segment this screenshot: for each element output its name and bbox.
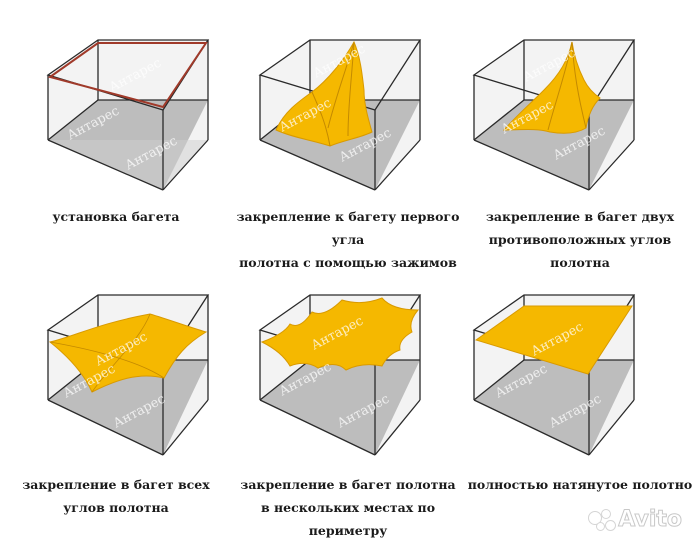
- room-diagram: Антарес Антарес Антарес: [472, 294, 636, 456]
- step-caption: закрепление в багет всех углов полотна: [0, 473, 232, 519]
- room-diagram: Антарес Антарес Антарес: [472, 39, 636, 191]
- caption-line: углов полотна: [63, 500, 169, 515]
- avito-logo: Avito: [588, 507, 683, 533]
- caption-line: противоположных углов полотна: [488, 232, 672, 270]
- caption-line: полотна с помощью зажимов: [239, 255, 457, 270]
- caption-line: закрепление в багет двух: [485, 209, 675, 224]
- room-diagram: Антарес Антарес Антарес: [46, 39, 210, 191]
- step-caption: полностью натянутое полотно: [464, 473, 696, 496]
- room-diagram: Антарес Антарес Антарес: [46, 294, 210, 456]
- room-diagram: Антарес Антарес Антарес: [258, 294, 422, 456]
- step-5-panel: Антарес Антарес Антарес закрепление в ба…: [232, 270, 464, 540]
- caption-line: закрепление к багету первого угла: [236, 209, 460, 247]
- room-diagram: Антарес Антарес Антарес: [258, 39, 422, 191]
- step-caption: установка багета: [0, 205, 232, 228]
- caption-line: закрепление в багет полотна: [240, 477, 456, 492]
- caption-line: полностью натянутое полотно: [467, 477, 693, 492]
- avito-dots-icon: [588, 508, 617, 531]
- caption-line: установка багета: [52, 209, 180, 224]
- caption-line: закрепление в багет всех: [22, 477, 210, 492]
- step-caption: закрепление к багету первого угла полотн…: [232, 205, 464, 274]
- step-caption: закрепление в багет полотна в нескольких…: [232, 473, 464, 542]
- step-3-panel: Антарес Антарес Антарес закрепление в ба…: [464, 0, 696, 270]
- step-4-panel: Антарес Антарес Антарес закрепление в ба…: [0, 270, 232, 540]
- step-caption: закрепление в багет двух противоположных…: [464, 205, 696, 274]
- step-2-panel: Антарес Антарес Антарес закрепление к ба…: [232, 0, 464, 270]
- step-1-panel: Антарес Антарес Антарес установка багета: [0, 0, 232, 270]
- avito-wordmark: Avito: [618, 507, 683, 533]
- caption-line: в нескольких местах по периметру: [260, 500, 436, 538]
- step-6-panel: Антарес Антарес Антарес полностью натяну…: [464, 270, 696, 540]
